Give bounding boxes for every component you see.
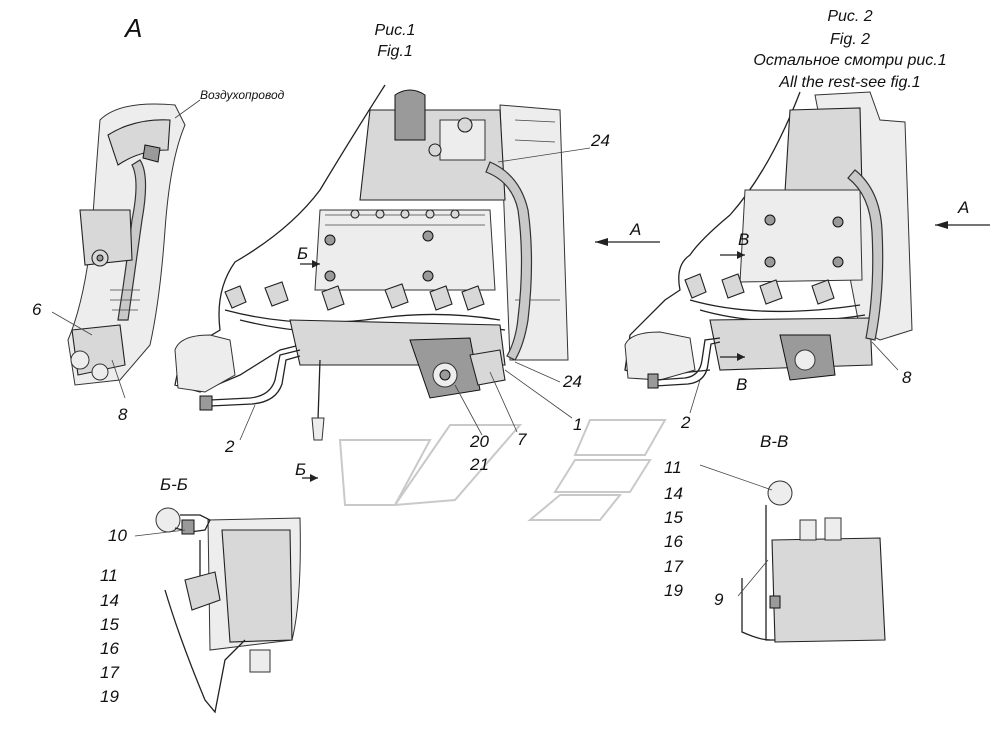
bb-callout-17: 17 bbox=[100, 663, 119, 682]
vv-callout-19: 19 bbox=[664, 581, 683, 600]
callout-6: 6 bbox=[32, 300, 42, 319]
callout-2-fig2: 2 bbox=[681, 413, 691, 432]
bb-callout-11: 11 bbox=[100, 566, 118, 585]
callout-24-bottom: 24 bbox=[563, 372, 582, 391]
fig2-caption-ru: Рис. 2 bbox=[827, 8, 873, 25]
fig1-section-mark-bottom: Б bbox=[295, 460, 307, 479]
fig1-caption-en: Fig.1 bbox=[377, 43, 413, 60]
bb-callout-10: 10 bbox=[108, 526, 127, 545]
fig2-arrow-label: А bbox=[958, 198, 970, 217]
fig2-caption-en: Fig. 2 bbox=[829, 31, 870, 48]
view-a-letter: А bbox=[125, 13, 143, 43]
callout-8-view-a: 8 bbox=[118, 405, 128, 424]
bb-callout-16: 16 bbox=[100, 639, 119, 658]
fig1-caption-ru: Рис.1 bbox=[374, 22, 416, 39]
callout-2-fig1: 2 bbox=[225, 437, 235, 456]
callout-21: 21 bbox=[470, 455, 489, 474]
section-bb-title: Б-Б bbox=[160, 475, 188, 494]
fig2-section-mark-bottom: В bbox=[736, 375, 748, 394]
watermark-logo bbox=[338, 419, 667, 521]
callout-7: 7 bbox=[517, 430, 527, 449]
section-vv-title: В-В bbox=[760, 432, 789, 451]
vv-callout-16: 16 bbox=[664, 532, 683, 551]
bb-callout-15: 15 bbox=[100, 615, 119, 634]
section-vv-drawing bbox=[699, 464, 886, 643]
callout-24-top: 24 bbox=[591, 131, 610, 150]
callout-8-fig2: 8 bbox=[902, 368, 912, 387]
bb-callout-14: 14 bbox=[100, 591, 119, 610]
fig1-engine-drawing bbox=[174, 84, 660, 482]
callout-1: 1 bbox=[573, 415, 583, 434]
callout-20: 20 bbox=[470, 432, 489, 451]
vv-callout-15: 15 bbox=[664, 508, 683, 527]
vv-callout-17: 17 bbox=[664, 557, 683, 576]
view-a-drawing bbox=[51, 99, 201, 399]
fig2-note-en: All the rest-see fig.1 bbox=[779, 74, 921, 91]
bb-callout-19: 19 bbox=[100, 687, 119, 706]
fig1-arrow-label: А bbox=[630, 220, 642, 239]
fig2-note-ru: Остальное смотри рис.1 bbox=[753, 52, 947, 69]
vv-callout-14: 14 bbox=[664, 484, 683, 503]
vv-callout-9: 9 bbox=[714, 590, 724, 609]
fig1-section-mark-top: Б bbox=[297, 244, 309, 263]
section-bb-drawing bbox=[134, 507, 301, 714]
airduct-label: Воздухопровод bbox=[200, 88, 285, 102]
fig2-section-mark-top: В bbox=[738, 230, 750, 249]
fig2-engine-drawing bbox=[624, 91, 990, 414]
vv-callout-11: 11 bbox=[664, 458, 682, 477]
